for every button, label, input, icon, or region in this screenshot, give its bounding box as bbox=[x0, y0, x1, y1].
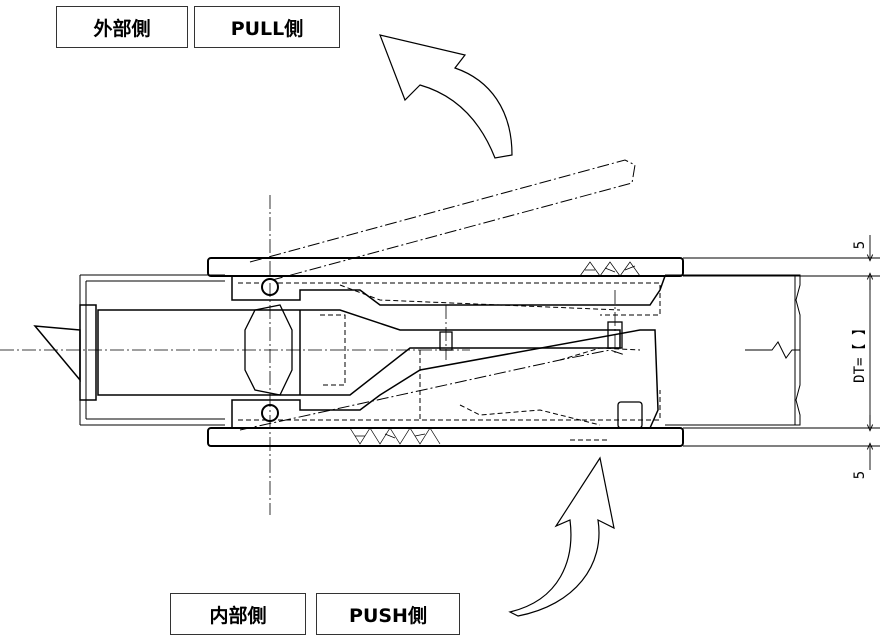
bottom-gap-dimension: 5 bbox=[852, 471, 868, 479]
hidden-lines bbox=[238, 282, 661, 441]
break-line bbox=[745, 341, 800, 359]
padding-hatch bbox=[345, 261, 645, 445]
outer-side-label: 外部側 bbox=[56, 6, 188, 48]
handle-lower bbox=[239, 349, 626, 431]
top-plate bbox=[207, 257, 684, 277]
bottom-plate bbox=[207, 427, 684, 447]
pull-arrow bbox=[379, 34, 513, 159]
push-side-label: PUSH側 bbox=[316, 593, 460, 635]
dt-dimension: DT=【 】 bbox=[852, 321, 868, 383]
dimension-lines bbox=[683, 235, 880, 470]
hex-nut bbox=[244, 304, 293, 396]
inner-side-label: 内部側 bbox=[170, 593, 306, 635]
handle-open bbox=[249, 159, 636, 283]
lock-body bbox=[231, 275, 666, 306]
push-arrow bbox=[508, 456, 615, 617]
latch-bolt bbox=[33, 304, 621, 401]
pull-side-label: PULL側 bbox=[194, 6, 340, 48]
top-gap-dimension: 5 bbox=[852, 241, 868, 249]
center-lines bbox=[0, 195, 616, 515]
